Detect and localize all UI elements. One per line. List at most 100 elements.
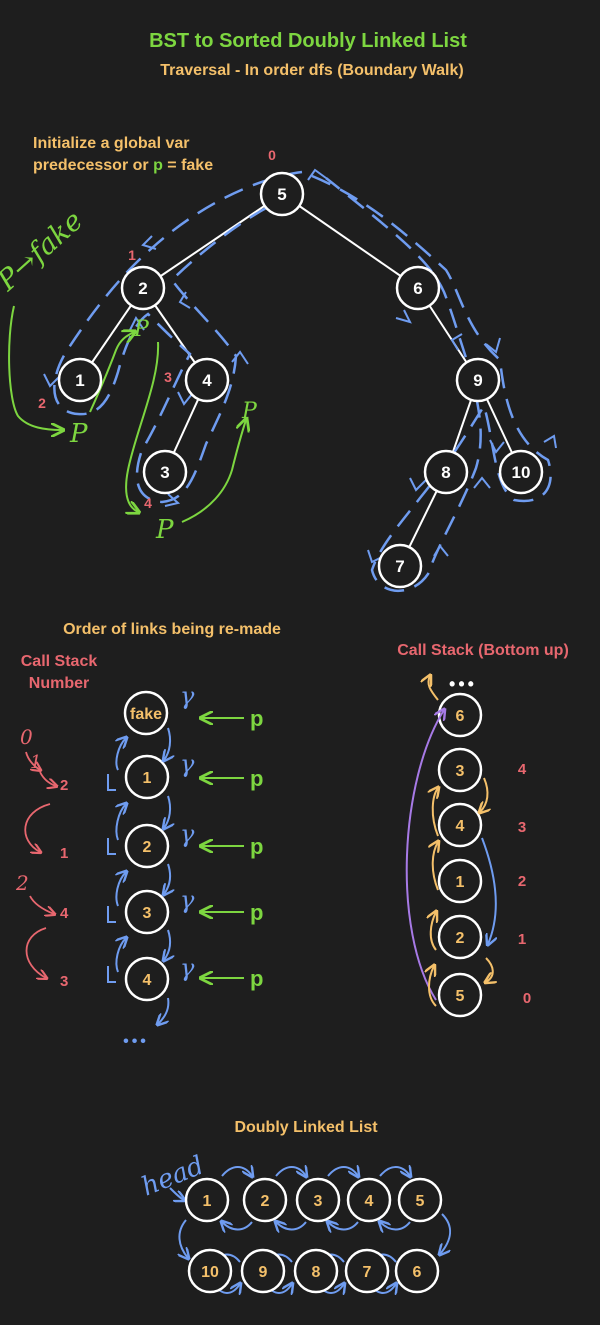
svg-text:7: 7 [395, 557, 404, 576]
svg-text:9: 9 [259, 1264, 268, 1281]
stack-node: 4 [437, 802, 483, 848]
dll-node: 2 [242, 1177, 288, 1223]
links-ellipsis: ••• [123, 1033, 149, 1050]
svg-text:γ: γ [180, 886, 195, 914]
svg-text:p: p [250, 706, 263, 731]
link-node: 2 [124, 823, 170, 869]
tree-order-labels: 0 1 2 3 4 [38, 147, 276, 511]
svg-text:6: 6 [456, 708, 465, 725]
stack-node: 3 [437, 747, 483, 793]
stack-nodes: 6 3 4 1 2 5 [437, 692, 483, 1018]
svg-text:4: 4 [456, 818, 465, 835]
svg-text:3: 3 [314, 1193, 323, 1210]
svg-text:P: P [155, 515, 174, 545]
p-fake-handwritten: P→fake [0, 204, 89, 298]
head-arrow [169, 1187, 184, 1200]
svg-text:8: 8 [312, 1264, 321, 1281]
tree-node: 7 [377, 543, 423, 589]
link-node: 3 [124, 889, 170, 935]
svg-text:1: 1 [456, 874, 465, 891]
tree-node: 9 [455, 357, 501, 403]
svg-text:γ: γ [180, 820, 195, 848]
svg-text:2: 2 [518, 873, 526, 890]
svg-text:2: 2 [38, 395, 46, 411]
svg-text:4: 4 [202, 371, 212, 390]
svg-text:4: 4 [518, 761, 527, 778]
tree-node: 5 [259, 171, 305, 217]
svg-text:p: p [250, 966, 263, 991]
svg-text:P: P [241, 399, 258, 424]
tree-node: 8 [423, 449, 469, 495]
svg-text:3: 3 [518, 819, 526, 836]
svg-text:5: 5 [277, 185, 286, 204]
call-stack-number-title-1: Call Stack [21, 653, 98, 670]
svg-text:3: 3 [143, 905, 152, 922]
svg-text:P: P [133, 317, 150, 342]
tree-node: 4 [184, 357, 230, 403]
dll-node: 4 [346, 1177, 392, 1223]
dll-node: 10 [187, 1248, 233, 1294]
links-r-labels: γ γ γ γ γ [180, 682, 195, 982]
svg-text:γ: γ [180, 750, 195, 778]
svg-text:3: 3 [160, 463, 169, 482]
svg-text:2: 2 [60, 777, 68, 794]
dll-node: 8 [293, 1248, 339, 1294]
svg-text:6: 6 [413, 1264, 422, 1281]
svg-text:0: 0 [523, 990, 531, 1007]
svg-text:1: 1 [60, 845, 68, 862]
svg-text:0: 0 [20, 725, 33, 749]
svg-text:p: p [250, 766, 263, 791]
svg-text:5: 5 [416, 1193, 425, 1210]
svg-text:0: 0 [268, 147, 276, 163]
stack-arrows [405, 676, 496, 1007]
tree-node: 6 [395, 265, 441, 311]
svg-text:1: 1 [518, 931, 526, 948]
link-node: fake [123, 690, 169, 736]
tree-node: 2 [120, 265, 166, 311]
stack-node: 6 [437, 692, 483, 738]
stack-node: 2 [437, 914, 483, 960]
call-stack-numbers: 0 1 2 1 2 4 3 [15, 725, 69, 990]
svg-text:9: 9 [473, 371, 482, 390]
links-section-title: Order of links being re-made [63, 621, 281, 638]
predecessor-arrows [8, 305, 246, 523]
svg-text:8: 8 [441, 463, 450, 482]
svg-text:4: 4 [365, 1193, 374, 1210]
dll-node: 5 [397, 1177, 443, 1223]
svg-text:4: 4 [143, 972, 152, 989]
svg-text:3: 3 [60, 973, 68, 990]
dll-node: 7 [344, 1248, 390, 1294]
svg-text:P: P [69, 419, 88, 449]
page-title: BST to Sorted Doubly Linked List [149, 30, 467, 52]
dll-node: 3 [295, 1177, 341, 1223]
stack-ellipsis: ••• [449, 674, 477, 694]
init-note-line2: predecessor or p = fake [33, 157, 213, 174]
svg-text:γ: γ [180, 682, 195, 710]
svg-text:5: 5 [456, 988, 465, 1005]
svg-text:3: 3 [456, 763, 465, 780]
svg-text:1: 1 [75, 371, 84, 390]
svg-text:4: 4 [144, 495, 152, 511]
links-p-pointers: p p p p p [202, 706, 263, 991]
svg-text:1: 1 [203, 1193, 212, 1210]
link-node: 1 [124, 754, 170, 800]
svg-text:p: p [250, 834, 263, 859]
dll-row-2: 10 9 8 7 6 [187, 1248, 440, 1294]
svg-text:2: 2 [456, 930, 465, 947]
call-stack-number-title-2: Number [29, 675, 89, 692]
svg-text:γ: γ [180, 954, 195, 982]
walk-arrows [43, 168, 557, 564]
svg-text:10: 10 [201, 1264, 219, 1281]
svg-text:P→fake: P→fake [0, 204, 89, 298]
tree-node: 3 [142, 449, 188, 495]
dll-node: 9 [240, 1248, 286, 1294]
tree-node: 1 [57, 357, 103, 403]
svg-text:3: 3 [164, 369, 172, 385]
svg-text:fake: fake [130, 706, 162, 723]
svg-text:4: 4 [60, 905, 69, 922]
svg-text:6: 6 [413, 279, 422, 298]
svg-text:2: 2 [143, 839, 152, 856]
tree-node: 10 [498, 449, 544, 495]
dll-node: 6 [394, 1248, 440, 1294]
